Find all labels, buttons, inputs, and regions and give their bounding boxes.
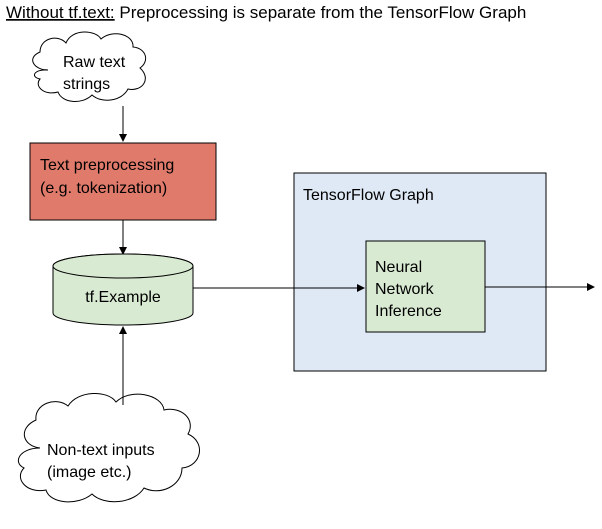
graph-label: TensorFlow Graph [303, 187, 434, 204]
raw-text-line-1: Raw text [63, 54, 126, 71]
inference-box: Neural Network Inference [365, 240, 486, 333]
non-text-cloud: Non-text inputs (image etc.) [18, 393, 200, 503]
tf-example-label: tf.Example [85, 289, 161, 306]
title-rest: Preprocessing is separate from the Tenso… [115, 3, 527, 22]
cylinder-top [52, 253, 194, 279]
non-text-line-1: Non-text inputs [47, 442, 155, 459]
raw-text-line-2: strings [63, 76, 110, 93]
tf-example-cylinder: tf.Example [52, 253, 194, 326]
diagram-title: Without tf.text: Preprocessing is separa… [6, 3, 526, 22]
preprocessing-rect [29, 142, 217, 221]
title-prefix: Without tf.text: [6, 3, 115, 22]
inference-line-2: Network [375, 281, 435, 298]
non-text-cloud-shape [18, 393, 200, 503]
non-text-line-2: (image etc.) [47, 464, 131, 481]
preprocessing-box: Text preprocessing (e.g. tokenization) [29, 142, 217, 221]
inference-rect [365, 240, 486, 333]
inference-line-3: Inference [375, 303, 442, 320]
inference-line-1: Neural [375, 259, 422, 276]
preprocessing-line-2: (e.g. tokenization) [40, 180, 167, 197]
raw-text-cloud: Raw text strings [32, 31, 147, 102]
preprocessing-line-1: Text preprocessing [40, 157, 174, 174]
raw-text-cloud-shape [32, 31, 147, 102]
